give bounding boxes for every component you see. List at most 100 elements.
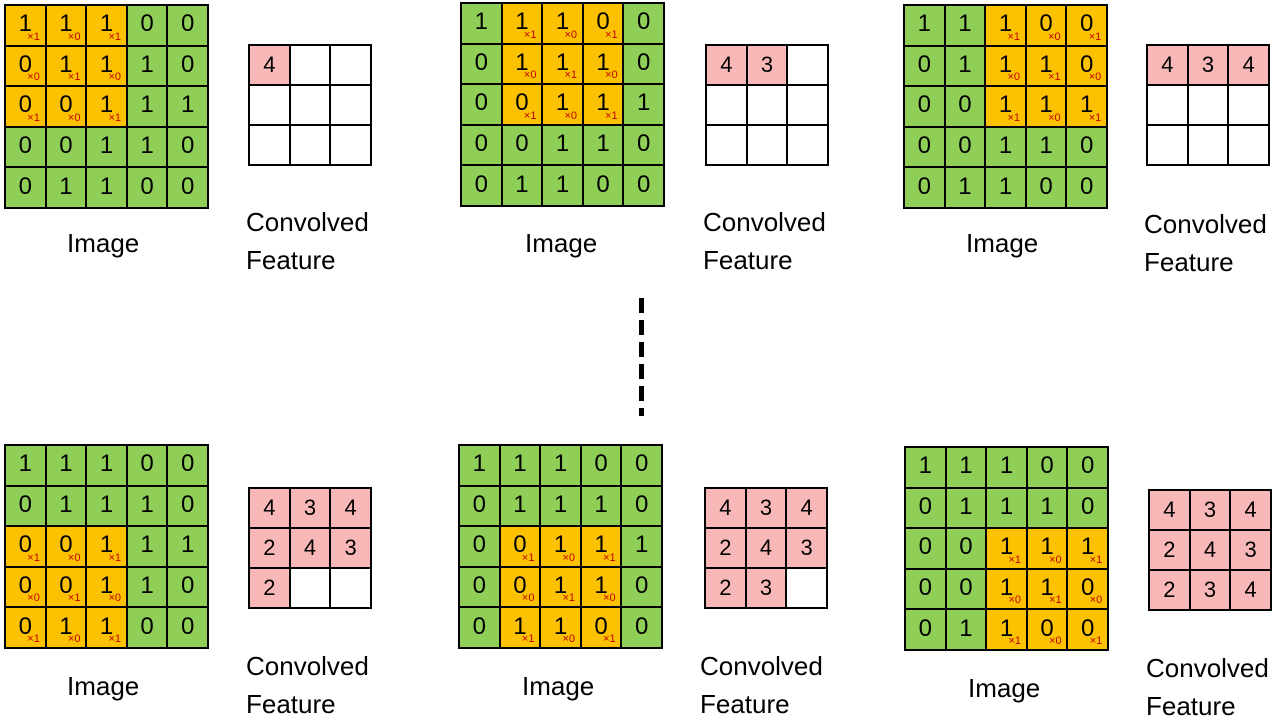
- image-cell: 0: [167, 485, 208, 527]
- image-cell: 0: [1066, 167, 1107, 208]
- image-cell: 0×0: [45, 526, 87, 567]
- image-cell: 0: [623, 124, 664, 166]
- kernel-weight: ×0: [1049, 634, 1062, 647]
- kernel-weight: ×0: [67, 632, 81, 645]
- pixel-value: 0: [474, 48, 488, 76]
- image-cell: 1: [459, 445, 500, 486]
- pixel-value: 1: [1039, 91, 1053, 119]
- image-cell: 0: [1026, 447, 1068, 488]
- pixel-value: 0: [18, 612, 32, 640]
- pixel-value: 1: [59, 612, 73, 640]
- image-cell: 1: [542, 124, 583, 166]
- pixel-value: 0: [181, 172, 195, 200]
- image-cell: 0: [944, 126, 986, 168]
- kernel-weight: ×0: [108, 71, 122, 84]
- pixel-value: 0: [1081, 492, 1095, 520]
- image-cell: 0: [945, 568, 987, 610]
- feature-cell: [787, 125, 828, 165]
- image-cell: 1×1: [45, 45, 87, 87]
- kernel-weight: ×0: [67, 30, 81, 43]
- pixel-value: 1: [958, 172, 972, 200]
- pixel-value: 0: [181, 612, 195, 640]
- kernel-weight: ×0: [1089, 594, 1103, 607]
- pixel-value: 1: [998, 50, 1013, 78]
- kernel-weight: ×1: [1008, 553, 1022, 566]
- image-cell: 0: [905, 609, 946, 650]
- pixel-value: 1: [637, 89, 651, 117]
- image-cell: 1×0: [45, 607, 87, 648]
- feature-cell: [746, 85, 788, 125]
- pixel-value: 1: [99, 132, 114, 160]
- pixel-value: 0: [474, 170, 488, 198]
- pixel-value: 0: [18, 490, 32, 518]
- feature-cell: 4: [1228, 45, 1269, 85]
- image-cell: 1×1: [86, 86, 127, 127]
- pixel-value: 1: [596, 130, 610, 158]
- kernel-weight: ×0: [1007, 71, 1021, 84]
- pixel-value: 0: [917, 132, 931, 160]
- image-label: Image: [522, 671, 595, 701]
- kernel-weight: ×1: [67, 592, 81, 605]
- feature-cell: [1147, 85, 1188, 125]
- label-line-2: Feature: [700, 689, 790, 719]
- feature-cell: 4: [706, 45, 747, 85]
- image-cell: 0: [167, 45, 208, 87]
- pixel-value: 1: [555, 170, 570, 198]
- kernel-weight: ×0: [523, 69, 537, 82]
- pixel-value: 1: [958, 10, 972, 38]
- feature-cell: 4: [745, 528, 787, 568]
- kernel-weight: ×1: [108, 111, 122, 124]
- label-line-1: Convolved: [700, 651, 823, 681]
- image-cell: 0: [167, 566, 208, 608]
- pixel-value: 1: [513, 490, 527, 518]
- image-label: Image: [67, 671, 140, 701]
- feature-cell: [330, 125, 371, 165]
- pixel-value: 1: [999, 614, 1014, 642]
- pixel-value: 0: [59, 572, 73, 600]
- image-label: Image: [968, 673, 1041, 703]
- image-cell: 1: [126, 126, 168, 168]
- image-cell: 1: [45, 485, 87, 527]
- feature-cell: [249, 125, 290, 165]
- pixel-value: 1: [553, 612, 568, 640]
- image-label: Image: [67, 228, 140, 258]
- pixel-value: 1: [140, 572, 154, 600]
- image-cell: 0: [621, 485, 662, 527]
- kernel-weight: ×1: [523, 28, 537, 41]
- image-cell: 1: [905, 447, 946, 488]
- image-cell: 1: [45, 167, 87, 208]
- pixel-value: 1: [474, 8, 488, 36]
- label-line-1: Convolved: [246, 207, 369, 237]
- image-cell: 0: [905, 487, 946, 529]
- pixel-value: 1: [918, 452, 932, 480]
- feature-cell: [289, 45, 331, 85]
- pixel-value: 1: [515, 8, 529, 36]
- feature-cell: [249, 85, 290, 125]
- image-cell: 0: [1067, 487, 1108, 529]
- pixel-value: 1: [1080, 91, 1094, 119]
- pixel-value: 0: [594, 450, 608, 478]
- image-cell: 1×1: [501, 3, 543, 44]
- image-cell: 1: [45, 445, 87, 486]
- image-cell: 0: [167, 607, 208, 648]
- image-cell: 1: [945, 609, 987, 650]
- image-cell: 0: [167, 445, 208, 486]
- feature-cell: [330, 568, 371, 608]
- pixel-value: 0: [59, 91, 73, 119]
- image-cell: 1: [126, 526, 168, 567]
- pixel-value: 1: [99, 612, 114, 640]
- pixel-value: 1: [998, 172, 1013, 200]
- pixel-value: 0: [959, 574, 973, 602]
- feature-cell: 4: [289, 528, 331, 568]
- kernel-weight: ×1: [1007, 111, 1021, 124]
- pixel-value: 1: [59, 490, 73, 518]
- image-cell: 1×1: [986, 528, 1027, 569]
- pixel-value: 0: [1081, 614, 1095, 642]
- image-cell: 1: [126, 86, 168, 127]
- pixel-value: 1: [999, 492, 1014, 520]
- pixel-value: 0: [1040, 452, 1054, 480]
